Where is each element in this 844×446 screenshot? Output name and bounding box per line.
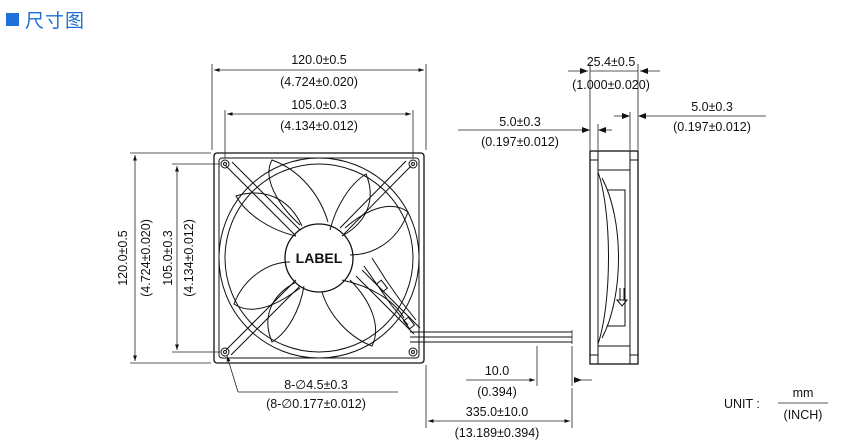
front-view: LABEL: [213, 152, 573, 364]
dim-side-flange-right-mm: 5.0±0.3: [691, 100, 733, 114]
side-dimension-lines: [458, 64, 766, 150]
dim-side-flange-left-inch: (0.197±0.012): [481, 135, 559, 149]
dim-front-hole-height-mm: 105.0±0.3: [161, 230, 175, 286]
section-title: 尺寸图: [25, 11, 86, 32]
fan-blades: [233, 159, 409, 347]
fan-side-body: [589, 150, 639, 365]
dim-side-flange-left-mm: 5.0±0.3: [499, 115, 541, 129]
dim-wire-strip-inch: (0.394): [477, 385, 517, 399]
unit-numerator: mm: [793, 386, 814, 400]
dim-front-hole-height-inch: (4.134±0.012): [182, 219, 196, 297]
side-view: [589, 150, 639, 365]
dim-side-thickness-inch: (1.000±0.020): [572, 78, 650, 92]
unit-legend: UNIT : mm (INCH): [724, 386, 828, 422]
dim-front-hole-width-mm: 105.0±0.3: [291, 98, 347, 112]
fan-venturi-ring: [218, 157, 420, 359]
lead-wires: [410, 330, 573, 344]
dim-wire-length-inch: (13.189±0.394): [455, 426, 540, 440]
front-dimension-lines: [130, 64, 592, 428]
fan-hub: [284, 223, 354, 293]
section-header: 尺寸图: [6, 6, 85, 33]
unit-denominator: (INCH): [784, 408, 823, 422]
header-square-icon: [6, 13, 19, 26]
dim-front-outer-height-inch: (4.724±0.020): [139, 219, 153, 297]
dim-front-outer-width-mm: 120.0±0.5: [291, 53, 347, 67]
dim-mounting-holes-inch: (8-∅0.177±0.012): [266, 397, 366, 411]
dim-wire-strip-mm: 10.0: [485, 364, 509, 378]
dim-front-outer-height-mm: 120.0±0.5: [116, 230, 130, 286]
dim-side-flange-right-inch: (0.197±0.012): [673, 120, 751, 134]
dim-mounting-holes-mm: 8-∅4.5±0.3: [284, 378, 348, 392]
airflow-arrow-icon: [615, 288, 629, 307]
fan-frame-outer: [213, 152, 425, 364]
mounting-holes: [220, 159, 418, 357]
dim-side-thickness-mm: 25.4±0.5: [587, 55, 636, 69]
fan-label: LABEL: [296, 250, 343, 266]
dim-front-hole-width-inch: (4.134±0.012): [280, 119, 358, 133]
dim-front-outer-width-inch: (4.724±0.020): [280, 75, 358, 89]
fan-spokes: [225, 160, 421, 356]
dim-wire-length-mm: 335.0±10.0: [466, 405, 529, 419]
unit-prefix: UNIT :: [724, 397, 760, 411]
